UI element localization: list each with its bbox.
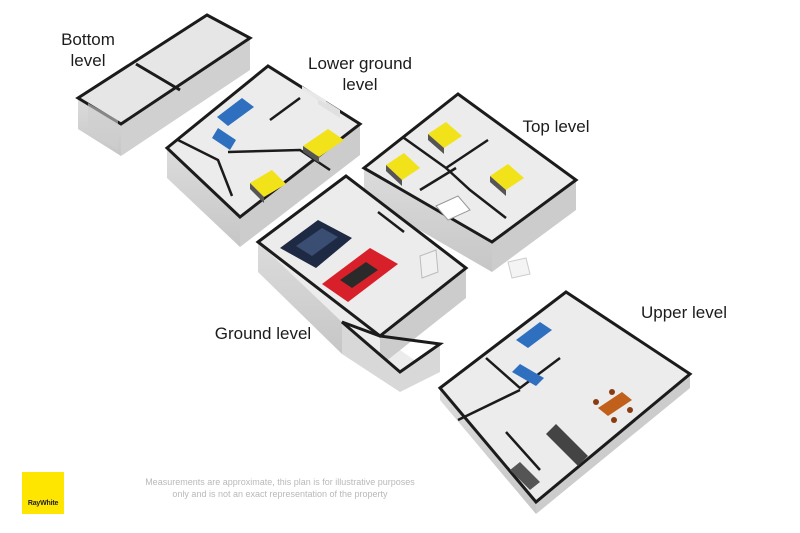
top-bed-2 <box>428 122 462 154</box>
top-bed-1 <box>386 153 420 186</box>
raywhite-logo: RayWhite <box>22 472 64 514</box>
ground-level-plan <box>255 174 469 392</box>
red-car <box>322 248 398 302</box>
lower-bed-2 <box>250 170 286 203</box>
bottom-level-label: Bottom level <box>61 30 115 70</box>
lower-bed-1 <box>303 129 344 163</box>
dining-table <box>593 389 633 423</box>
ground-level-label: Ground level <box>214 324 312 343</box>
upper-level-label: Upper level <box>641 303 727 322</box>
top-bed-3 <box>490 164 524 196</box>
dark-car <box>280 220 352 268</box>
top-level-label: Top level <box>522 117 590 136</box>
lower-ground-level-plan <box>164 64 363 247</box>
top-level-plan <box>361 92 579 279</box>
bottom-level-plan <box>75 13 253 156</box>
disclaimer-text: Measurements are approximate, this plan … <box>145 477 415 499</box>
upper-level-plan <box>437 290 693 514</box>
lower-sofa <box>212 98 254 150</box>
logo-text: RayWhite <box>27 500 59 507</box>
upper-sofa <box>512 322 552 386</box>
lower-ground-level-label: Lower ground level <box>308 54 412 94</box>
